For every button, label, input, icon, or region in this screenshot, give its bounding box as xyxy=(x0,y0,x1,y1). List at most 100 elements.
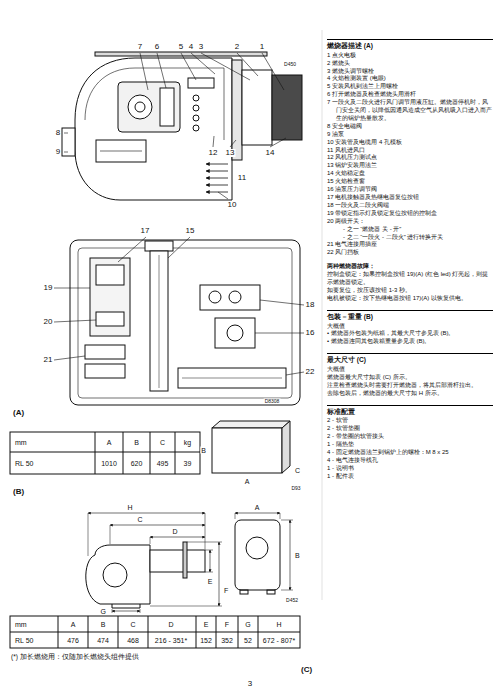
text-line: 9 油泵 xyxy=(327,131,493,139)
text-line: - 之二 “一段火 - 二段火” 进行转换开关 xyxy=(327,234,493,242)
text-line: 11 风机进风口 xyxy=(327,147,493,155)
table-cell: 52 xyxy=(243,637,253,644)
table-cell: G xyxy=(244,621,251,628)
table-cell: B xyxy=(133,439,140,446)
table-cell: C xyxy=(159,439,166,446)
table-cell: 620 xyxy=(130,460,144,467)
text-line: 5 安装风机到法兰上用螺栓 xyxy=(327,83,493,91)
dimension-label: A xyxy=(244,478,251,485)
page-number: 3 xyxy=(247,680,253,688)
callout-number: 6 xyxy=(154,43,160,51)
callout-number: 8 xyxy=(55,129,61,137)
section-heading: 包装－重量 (B) xyxy=(327,310,493,322)
dimension-label: F xyxy=(223,587,229,594)
table-cell: RL 50 xyxy=(14,637,34,644)
table-cell: F xyxy=(224,621,230,628)
callout-number: 9 xyxy=(55,148,61,156)
callout-number: 11 xyxy=(237,174,247,182)
table-cell: 216 - 351* xyxy=(154,637,188,644)
drawing-code: D93 xyxy=(290,486,301,491)
figure-label: (C) xyxy=(300,666,313,674)
table-cell: 468 xyxy=(126,637,140,644)
text-line: 12 风机压力测试点 xyxy=(327,154,493,162)
text-line: 大概值 xyxy=(327,323,493,331)
text-line: 18 一段火及二段火阀端 xyxy=(327,202,493,210)
text-line: 2 - 带垫圈的软管接头 xyxy=(327,433,493,441)
table-cell: kg xyxy=(183,439,192,446)
callout-number: 15 xyxy=(185,227,196,235)
drawing-code: D452 xyxy=(285,598,299,603)
table-cell: 152 xyxy=(199,637,213,644)
text-line: 2 - 软管垫圈 xyxy=(327,425,493,433)
callout-number: 13 xyxy=(225,149,236,157)
table-cell: 352 xyxy=(220,637,234,644)
text-line: - 之一 “燃烧器 关 - 开” xyxy=(327,226,493,234)
text-line: 如要复位，按压该按钮 1-3 秒。 xyxy=(327,287,493,295)
callout-number: 12 xyxy=(208,149,219,157)
dimension-label: B xyxy=(294,552,301,559)
table-cell: A xyxy=(70,621,77,628)
table-cell: C xyxy=(129,621,136,628)
table-cell: 39 xyxy=(183,460,193,467)
table-cell: H xyxy=(275,621,282,628)
dimension-label: B xyxy=(200,447,207,454)
text-line: 1 点火电极 xyxy=(327,52,493,60)
text-line: 2 - 软管 xyxy=(327,417,493,425)
callout-number: 4 xyxy=(188,43,194,51)
callout-number: 2 xyxy=(234,43,240,51)
text-line: 17 电机接触器及热继电器复位按钮 xyxy=(327,194,493,202)
text-line: 1 - 配件表 xyxy=(327,473,493,481)
table-cell: 495 xyxy=(156,460,170,467)
callout-number: 19 xyxy=(43,284,54,292)
text-line: 控制盒锁定：如果控制盒按钮 19)(A) (红色 led) 灯亮起，则提示燃烧器… xyxy=(327,271,493,287)
callout-number: 21 xyxy=(43,356,54,364)
section-heading: 燃烧器描述 (A) xyxy=(327,39,493,51)
dimension-label: C xyxy=(294,467,301,474)
text-line: 燃烧器最大尺寸如表 (C) 所示。 xyxy=(327,374,493,382)
table-cell: E xyxy=(203,621,210,628)
table-cell: D xyxy=(167,621,174,628)
text-line: 2 燃烧头 xyxy=(327,60,493,68)
callout-number: 1 xyxy=(259,43,265,51)
text-line: 13 锅炉安装用法兰 xyxy=(327,162,493,170)
text-line: 4 - 电气连接导线孔 xyxy=(327,457,493,465)
text-line: 10 安装管及电缆用 4 孔模板 xyxy=(327,139,493,147)
text-line: 注意检查燃烧头时需要打开燃烧器，将其后部滑杆拉出。 xyxy=(327,382,493,390)
text-line: 3 燃烧头调节螺栓 xyxy=(327,68,493,76)
text-line: 19 带锁定指示灯及锁定复位按钮的控制盒 xyxy=(327,210,493,218)
drawing-code: D8308 xyxy=(264,399,281,404)
table-cell: B xyxy=(100,621,107,628)
drawing-code: D450 xyxy=(283,62,297,67)
text-line: 4 火焰检测装置 (电眼) xyxy=(327,75,493,83)
figure-label: (A) xyxy=(12,409,25,417)
text-line: 6 打开燃烧器及检查燃烧头用滑杆 xyxy=(327,91,493,99)
text-line: 16 油泵压力调节阀 xyxy=(327,186,493,194)
callout-number: 7 xyxy=(137,43,143,51)
figure-label: (B) xyxy=(12,488,25,496)
dimension-label: G xyxy=(100,608,107,615)
text-line: 大概值 xyxy=(327,366,493,374)
callout-number: 16 xyxy=(305,329,316,337)
text-line: • 燃烧器外包装为纸箱，其最大尺寸参见表 (B)。 xyxy=(327,330,493,338)
text-line: 22 风门挡板 xyxy=(327,249,493,257)
table-cell: 474 xyxy=(96,637,110,644)
callout-number: 5 xyxy=(178,43,184,51)
section-heading: 最大尺寸 (C) xyxy=(327,353,493,365)
callout-number: 17 xyxy=(140,227,151,235)
text-line: 两种燃烧器故障： xyxy=(327,263,493,271)
text-line: 8 安全电磁阀 xyxy=(327,123,493,131)
text-line: 20 两级开关： xyxy=(327,218,493,226)
text-line: 1 - 隔热垫 xyxy=(327,441,493,449)
table-cell: 1010 xyxy=(100,460,118,467)
text-line: 15 火焰检查窗 xyxy=(327,178,493,186)
text-line: 7 一段火及二段火进行风门调节用液压缸。燃烧器停机时，风门安全关闭，以降低因通风… xyxy=(327,99,493,123)
table-cell: RL 50 xyxy=(14,460,34,467)
table-cell: 476 xyxy=(66,637,80,644)
text-line: 21 电气连接用插座 xyxy=(327,241,493,249)
text-line: 14 火焰稳定盘 xyxy=(327,170,493,178)
text-line: 去除包装后，燃烧器的最大尺寸如 H 所示。 xyxy=(327,390,493,398)
dimension-label: H xyxy=(126,504,133,511)
text-line: • 燃烧器连同其包装箱重量参见表 (B)。 xyxy=(327,338,493,346)
table-cell: A xyxy=(106,439,113,446)
